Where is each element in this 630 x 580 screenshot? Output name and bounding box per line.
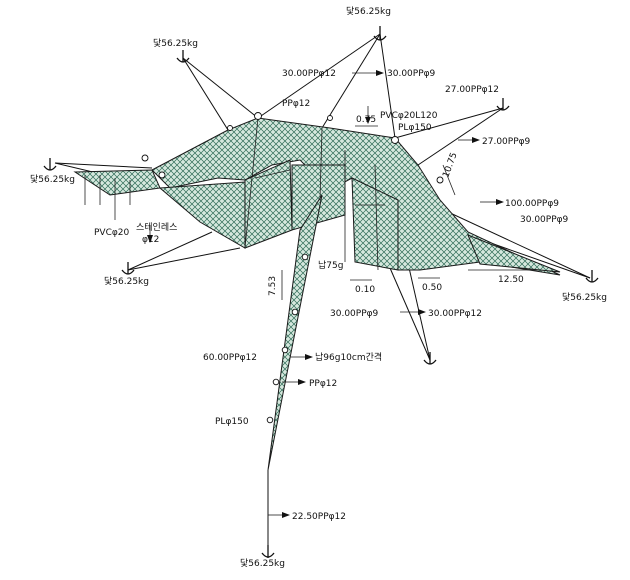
anchor-icon bbox=[261, 545, 275, 558]
label-phi12: φ12 bbox=[142, 235, 159, 245]
float-icon bbox=[391, 136, 399, 144]
float-icon bbox=[291, 308, 299, 316]
float-icon bbox=[327, 115, 333, 121]
float-icon bbox=[272, 378, 280, 386]
float-icon bbox=[141, 154, 149, 162]
label-anchor-upper-left: 닻56.25kg bbox=[153, 37, 198, 49]
label-rope-right-upper: 27.00PPφ12 bbox=[445, 85, 499, 95]
arrow-icon bbox=[418, 309, 426, 315]
anchor-icon bbox=[373, 26, 387, 41]
arrow-icon bbox=[147, 235, 153, 243]
label-pvc-top: PVCφ20L120 bbox=[380, 111, 438, 121]
anchor-icon bbox=[121, 262, 135, 275]
label-dim-1075: 10.75 bbox=[441, 151, 459, 179]
anchor-icon bbox=[496, 98, 510, 111]
label-rope-top-left: 30.00PPφ12 bbox=[282, 69, 336, 79]
anchor-icon bbox=[423, 352, 437, 365]
label-sinker-75: 납75g bbox=[318, 260, 343, 271]
label-anchor-bottom: 닻56.25kg bbox=[240, 557, 285, 569]
arrow-icon bbox=[298, 379, 306, 385]
label-stainless: 스테인레스 bbox=[136, 222, 177, 233]
frame-lines bbox=[84, 117, 385, 271]
arrow-icon bbox=[365, 117, 371, 124]
label-rope-top-right: 30.00PPφ9 bbox=[387, 69, 436, 79]
label-rope-225: 22.50PPφ12 bbox=[292, 512, 346, 522]
dimension-lines bbox=[281, 125, 540, 300]
float-icon bbox=[436, 176, 444, 184]
label-arrows bbox=[147, 70, 504, 518]
float-icon bbox=[254, 112, 262, 120]
label-dim-010: 0.10 bbox=[355, 285, 375, 295]
labels: 닻56.25kg 닻56.25kg 닻56.25kg 닻56.25kg 닻56.… bbox=[30, 5, 607, 569]
floats bbox=[141, 112, 444, 424]
label-pl-top: PLφ150 bbox=[398, 123, 432, 133]
float-icon bbox=[301, 253, 309, 261]
float-icon bbox=[281, 346, 289, 354]
anchor-icon bbox=[176, 50, 190, 63]
label-rope-bottom-left: 30.00PPφ9 bbox=[330, 309, 379, 319]
arrow-icon bbox=[376, 70, 384, 76]
label-dim-753: 7.53 bbox=[268, 276, 278, 296]
label-pp-mid: PPφ12 bbox=[309, 379, 337, 389]
label-dim-075: 0.75 bbox=[356, 115, 376, 125]
label-rope-bottom-right: 30.00PPφ12 bbox=[428, 309, 482, 319]
label-dim-1250: 12.50 bbox=[498, 275, 524, 285]
net-panels bbox=[73, 117, 561, 471]
label-rope-60: 60.00PPφ12 bbox=[203, 353, 257, 363]
anchor-icon bbox=[43, 158, 57, 171]
label-pvc-left: PVCφ20 bbox=[94, 228, 130, 238]
label-sinker-96: 납96g10cm간격 bbox=[315, 351, 382, 363]
label-rope-100: 100.00PPφ9 bbox=[505, 199, 559, 209]
label-anchor-left: 닻56.25kg bbox=[30, 173, 75, 185]
label-pp-top: PPφ12 bbox=[282, 99, 310, 109]
label-rope-right-mid: 27.00PPφ9 bbox=[482, 137, 531, 147]
label-anchor-right: 닻56.25kg bbox=[562, 291, 607, 303]
arrow-icon bbox=[496, 199, 504, 205]
arrow-icon bbox=[282, 512, 290, 518]
float-icon bbox=[227, 125, 233, 131]
arrow-icon bbox=[305, 354, 313, 360]
anchor-icon bbox=[585, 270, 599, 283]
arrow-icon bbox=[472, 137, 480, 143]
float-icon bbox=[158, 171, 166, 179]
float-icon bbox=[266, 416, 274, 424]
label-anchor-lower-left: 닻56.25kg bbox=[104, 275, 149, 287]
label-rope-30-right: 30.00PPφ9 bbox=[520, 215, 569, 225]
label-dim-050: 0.50 bbox=[422, 283, 442, 293]
mooring-ropes bbox=[54, 33, 591, 550]
anchors bbox=[43, 26, 599, 558]
label-pl-lower: PLφ150 bbox=[215, 417, 249, 427]
label-anchor-top: 닻56.25kg bbox=[346, 5, 391, 17]
